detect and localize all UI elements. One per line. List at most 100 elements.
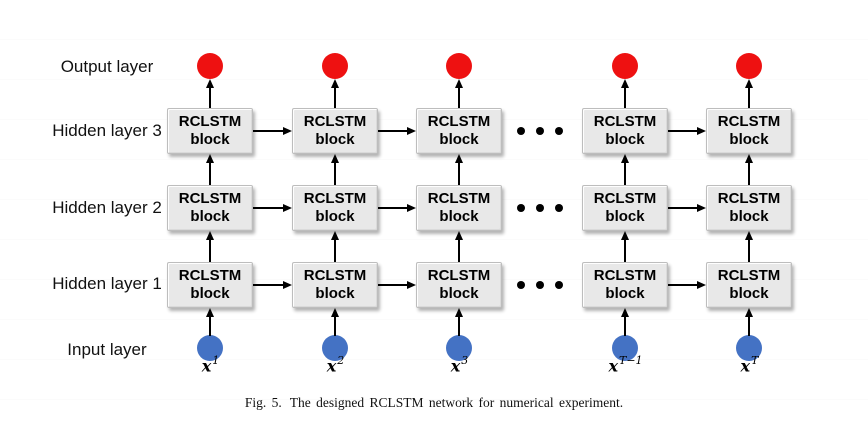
rclstm-block-line1: RCLSTM bbox=[427, 189, 491, 207]
arrow-up-icon bbox=[453, 231, 465, 262]
input-label-sup: 1 bbox=[212, 354, 220, 367]
output-node bbox=[197, 53, 223, 79]
rclstm-block-line2: block bbox=[190, 208, 230, 225]
caption-text: The designed RCLSTM network for numerica… bbox=[289, 395, 624, 410]
rclstm-block-line2: block bbox=[190, 285, 230, 302]
rclstm-block-line1: RCLSTM bbox=[178, 189, 242, 207]
arrow-up-icon bbox=[743, 231, 755, 262]
label-output-layer: Output layer bbox=[60, 57, 154, 76]
rclstm-block-line1: RCLSTM bbox=[303, 189, 367, 207]
arrow-up-icon bbox=[329, 308, 341, 336]
label-input-layer: Input layer bbox=[67, 340, 147, 359]
arrow-up-icon bbox=[619, 308, 631, 336]
figure-caption: Fig. 5. The designed RCLSTM network for n… bbox=[0, 395, 868, 411]
arrow-right-icon bbox=[378, 202, 416, 214]
input-label-xT: xT bbox=[709, 354, 789, 376]
input-label-x2: x2 bbox=[295, 354, 375, 376]
rclstm-block-line2: block bbox=[729, 208, 769, 225]
arrow-up-icon bbox=[453, 308, 465, 336]
input-label-sup: T−1 bbox=[618, 354, 643, 367]
input-label-base: x bbox=[740, 356, 751, 376]
rclstm-block-line1: RCLSTM bbox=[717, 266, 781, 284]
input-label-base: x bbox=[450, 356, 461, 376]
arrow-up-icon bbox=[619, 79, 631, 108]
rclstm-block-line1: RCLSTM bbox=[303, 112, 367, 130]
ellipsis-dots bbox=[517, 127, 563, 135]
arrow-up-icon bbox=[743, 308, 755, 336]
rclstm-block-line2: block bbox=[315, 285, 355, 302]
input-label-sup: T bbox=[751, 354, 759, 367]
arrow-up-icon bbox=[329, 231, 341, 262]
arrow-up-icon bbox=[619, 154, 631, 185]
rclstm-block-line2: block bbox=[439, 131, 479, 148]
input-label-sup: 2 bbox=[337, 354, 345, 367]
arrow-up-icon bbox=[453, 79, 465, 108]
label-hidden-layer-2: Hidden layer 2 bbox=[52, 198, 162, 217]
rclstm-block-line2: block bbox=[190, 131, 230, 148]
arrow-up-icon bbox=[619, 231, 631, 262]
arrow-up-icon bbox=[204, 79, 216, 108]
input-node bbox=[612, 335, 638, 361]
label-hidden-layer-1: Hidden layer 1 bbox=[52, 274, 162, 293]
rclstm-block-line2: block bbox=[729, 131, 769, 148]
arrow-up-icon bbox=[743, 154, 755, 185]
caption-label: Fig. 5. bbox=[244, 395, 282, 410]
output-node bbox=[612, 53, 638, 79]
rclstm-block-line1: RCLSTM bbox=[717, 112, 781, 130]
input-node bbox=[736, 335, 762, 361]
input-label-x1: x1 bbox=[170, 354, 250, 376]
rclstm-block-line2: block bbox=[605, 285, 645, 302]
arrow-right-icon bbox=[668, 125, 706, 137]
arrow-up-icon bbox=[453, 154, 465, 185]
input-label-base: x bbox=[608, 356, 618, 376]
arrow-right-icon bbox=[378, 279, 416, 291]
output-node bbox=[736, 53, 762, 79]
rclstm-block-line1: RCLSTM bbox=[593, 266, 657, 284]
rclstm-block-line2: block bbox=[315, 131, 355, 148]
rclstm-block-line2: block bbox=[605, 131, 645, 148]
output-node bbox=[322, 53, 348, 79]
output-node bbox=[446, 53, 472, 79]
input-node bbox=[322, 335, 348, 361]
rclstm-block-line2: block bbox=[315, 208, 355, 225]
rclstm-block-line1: RCLSTM bbox=[427, 266, 491, 284]
arrow-right-icon bbox=[668, 279, 706, 291]
arrow-up-icon bbox=[743, 79, 755, 108]
arrow-up-icon bbox=[204, 154, 216, 185]
ellipsis-dots bbox=[517, 204, 563, 212]
input-label-base: x bbox=[326, 356, 337, 376]
label-hidden-layer-3: Hidden layer 3 bbox=[52, 121, 162, 140]
rclstm-block-line1: RCLSTM bbox=[427, 112, 491, 130]
rclstm-block-line2: block bbox=[729, 285, 769, 302]
rclstm-block-line1: RCLSTM bbox=[303, 266, 367, 284]
arrow-right-icon bbox=[668, 202, 706, 214]
ellipsis-dots bbox=[517, 281, 563, 289]
rclstm-block-line2: block bbox=[605, 208, 645, 225]
rclstm-block-line2: block bbox=[439, 285, 479, 302]
arrow-up-icon bbox=[329, 79, 341, 108]
arrow-up-icon bbox=[329, 154, 341, 185]
arrow-up-icon bbox=[204, 231, 216, 262]
input-label-xT-1: xT−1 bbox=[585, 354, 665, 376]
arrow-right-icon bbox=[253, 202, 292, 214]
arrow-up-icon bbox=[204, 308, 216, 336]
input-label-base: x bbox=[201, 356, 212, 376]
rclstm-block-line2: block bbox=[439, 208, 479, 225]
rclstm-block-line1: RCLSTM bbox=[178, 112, 242, 130]
input-label-sup: 3 bbox=[461, 354, 469, 367]
arrow-right-icon bbox=[253, 279, 292, 291]
